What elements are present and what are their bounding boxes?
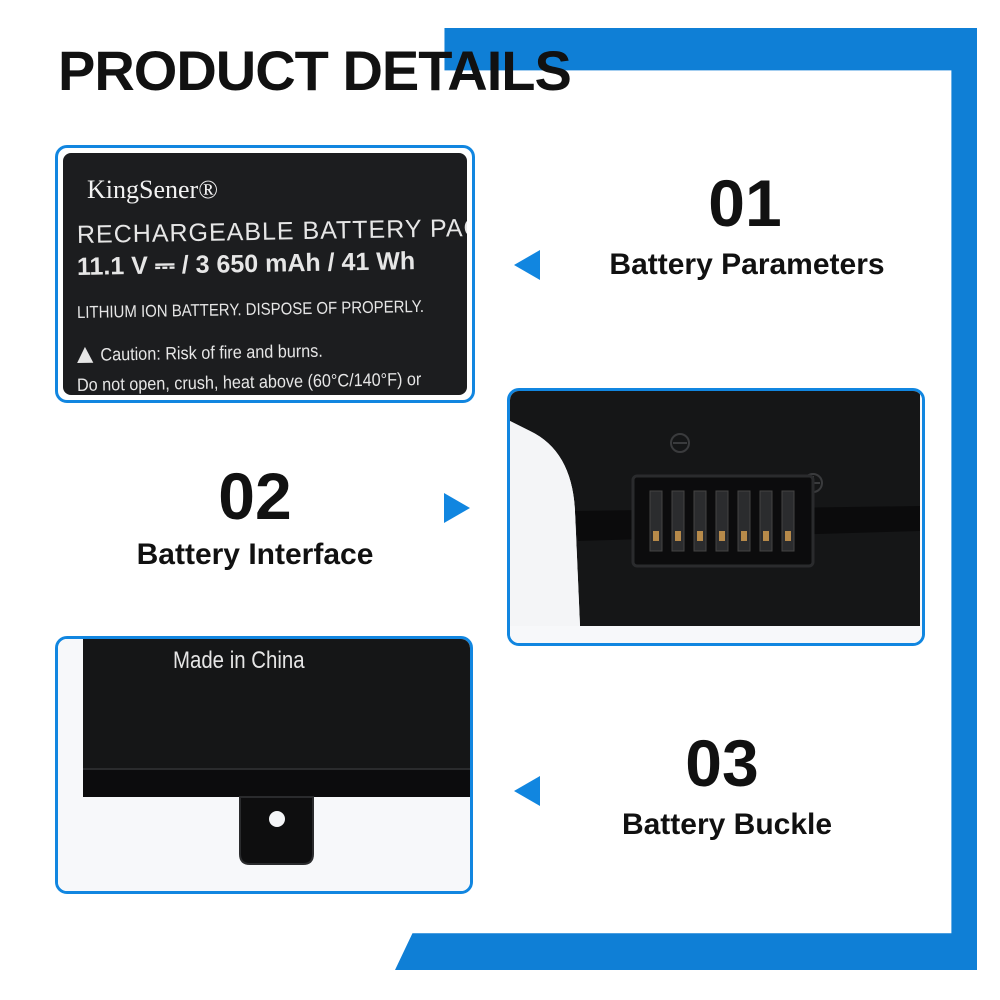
section-caption-01: Battery Parameters [609,248,885,281]
battery-label: KingSener® RECHARGEABLE BATTERY PACK 11.… [63,153,467,395]
label-line-caution: Caution: Risk of fire and burns. [76,340,323,366]
section-number-01: 01 [708,166,782,240]
section-caption-03: Battery Buckle [621,808,833,841]
label-line-specs: 11.1 V ⎓ / 3 650 mAh / 41 Wh [76,247,416,281]
warning-triangle-icon [76,346,94,363]
battery-buckle-illustration [58,639,470,891]
label-line-warning: Do not open, crush, heat above (60°C/140… [76,368,422,395]
battery-parameters-image: KingSener® RECHARGEABLE BATTERY PACK 11.… [55,145,475,403]
caution-text: Caution: Risk of fire and burns. [100,340,323,365]
label-line-pack: RECHARGEABLE BATTERY PACK [76,213,467,249]
triangle-pointer-icon [514,250,540,280]
section-number-02: 02 [218,459,292,533]
triangle-pointer-icon [444,493,470,523]
battery-interface-image [507,388,925,646]
label-line-lithium: LITHIUM ION BATTERY. DISPOSE OF PROPERLY… [76,296,425,322]
made-in-china-text: Made in China [173,647,305,674]
brand-logo: KingSener® [87,175,218,204]
battery-buckle-image: Made in China [55,636,473,894]
section-number-03: 03 [685,726,759,800]
triangle-pointer-icon [514,776,540,806]
battery-connector-illustration [510,391,922,643]
page-title: PRODUCT DETAILS [58,39,572,102]
section-caption-02: Battery Interface [136,538,374,571]
